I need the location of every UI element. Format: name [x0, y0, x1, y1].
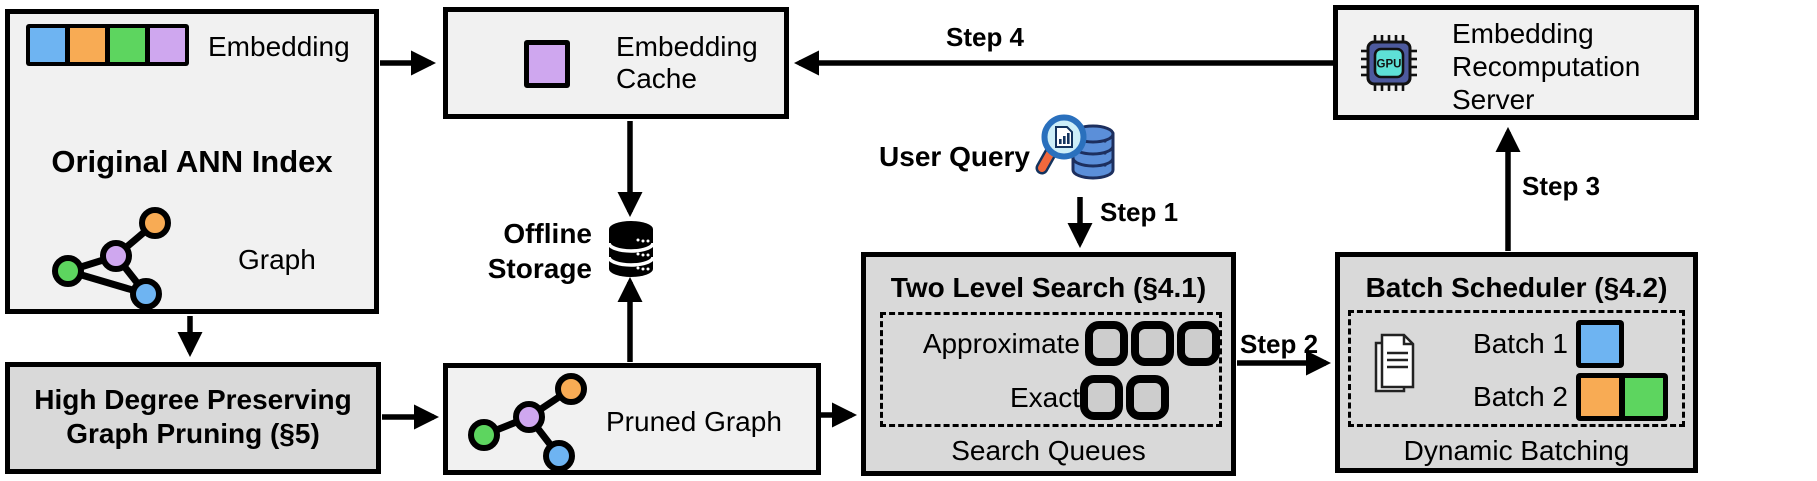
- approximate-label: Approximate: [922, 328, 1080, 359]
- graph-pruning-box: High Degree Preserving Graph Pruning (§5…: [5, 362, 381, 474]
- pruned-node-blue: [543, 440, 575, 472]
- two-level-search-box: Two Level Search (§4.1) Approximate Exac…: [861, 252, 1236, 476]
- embedding-chip-orange: [70, 28, 105, 62]
- step-2-label: Step 2: [1240, 329, 1319, 359]
- cached-embedding-square: [524, 40, 570, 88]
- magnifier-handle: [1038, 148, 1055, 172]
- graph-node-blue: [130, 278, 162, 310]
- query-magnifier-database-icon: [1035, 114, 1115, 180]
- gpu-text: GPU: [1377, 59, 1402, 71]
- pruned-node-green: [468, 419, 500, 451]
- queue-slot: [1085, 321, 1128, 366]
- batch-square-green: [1625, 378, 1663, 416]
- dynamic-batching-dashed-box: [1348, 310, 1685, 427]
- batch-2-squares: [1576, 373, 1668, 421]
- graph-node-green: [52, 255, 84, 287]
- graph-pruning-title: High Degree Preserving Graph Pruning (§5…: [34, 384, 352, 449]
- pruned-graph-label: Pruned Graph: [606, 406, 782, 437]
- pruned-graph-box: Pruned Graph: [443, 363, 821, 475]
- exact-queue-slots: [1080, 375, 1169, 420]
- embedding-chip-purple: [150, 28, 185, 62]
- batch-2-label: Batch 2: [1473, 381, 1568, 412]
- batch-1-label: Batch 1: [1473, 328, 1568, 359]
- ann-index-title: Original ANN Index: [51, 144, 333, 179]
- batch-scheduler-title: Batch Scheduler (§4.2): [1365, 272, 1668, 303]
- search-queues-dashed-box: [880, 312, 1222, 427]
- embedding-label: Embedding: [208, 31, 350, 62]
- queue-slot: [1126, 375, 1169, 420]
- approximate-queue-slots: [1085, 321, 1220, 366]
- step-4-label: Step 4: [945, 22, 1025, 52]
- dynamic-batching-caption: Dynamic Batching: [1403, 435, 1630, 466]
- embedding-cache-box: Embedding Cache: [443, 7, 789, 119]
- batch-1-squares: [1576, 320, 1624, 368]
- pruned-node-purple: [513, 401, 545, 433]
- embedding-cache-label: Embedding Cache: [616, 31, 758, 95]
- graph-icon: [52, 207, 171, 310]
- embedding-chip-green: [110, 28, 145, 62]
- embedding-chip-blue: [30, 28, 65, 62]
- original-ann-index-box: Embedding Original ANN Index Graph: [5, 9, 379, 314]
- document-chart-glyph: [1055, 126, 1073, 148]
- recomputation-server-box: GPU Embedding Recomputation Server: [1333, 5, 1699, 120]
- graph-node-purple: [100, 240, 132, 272]
- step-3-label: Step 3: [1522, 171, 1601, 201]
- step-1-label: Step 1: [1100, 197, 1179, 227]
- batch-scheduler-box: Batch Scheduler (§4.2) Batch 1 Batch 2 D…: [1335, 252, 1698, 473]
- embedding-strip-icon: [26, 24, 189, 66]
- documents-icon: [1374, 333, 1415, 393]
- graph-label: Graph: [238, 244, 316, 275]
- graph-node-orange: [139, 207, 171, 239]
- pruned-node-orange: [555, 373, 587, 405]
- recomputation-server-label: Embedding Recomputation Server: [1452, 18, 1641, 115]
- queue-slot: [1177, 321, 1220, 366]
- offline-storage-label: Offline Storage: [487, 218, 592, 284]
- batch-square-orange: [1581, 378, 1619, 416]
- batch-square-blue: [1581, 325, 1619, 363]
- exact-label: Exact: [1009, 382, 1080, 413]
- queue-slot: [1080, 375, 1123, 420]
- gpu-chip-icon: GPU: [1361, 35, 1417, 91]
- two-level-search-title: Two Level Search (§4.1): [890, 272, 1207, 303]
- queue-slot: [1131, 321, 1174, 366]
- search-queues-caption: Search Queues: [951, 435, 1146, 466]
- user-query-label: User Query: [879, 141, 1030, 172]
- pruned-graph-icon: [468, 373, 587, 472]
- database-icon: [607, 221, 655, 277]
